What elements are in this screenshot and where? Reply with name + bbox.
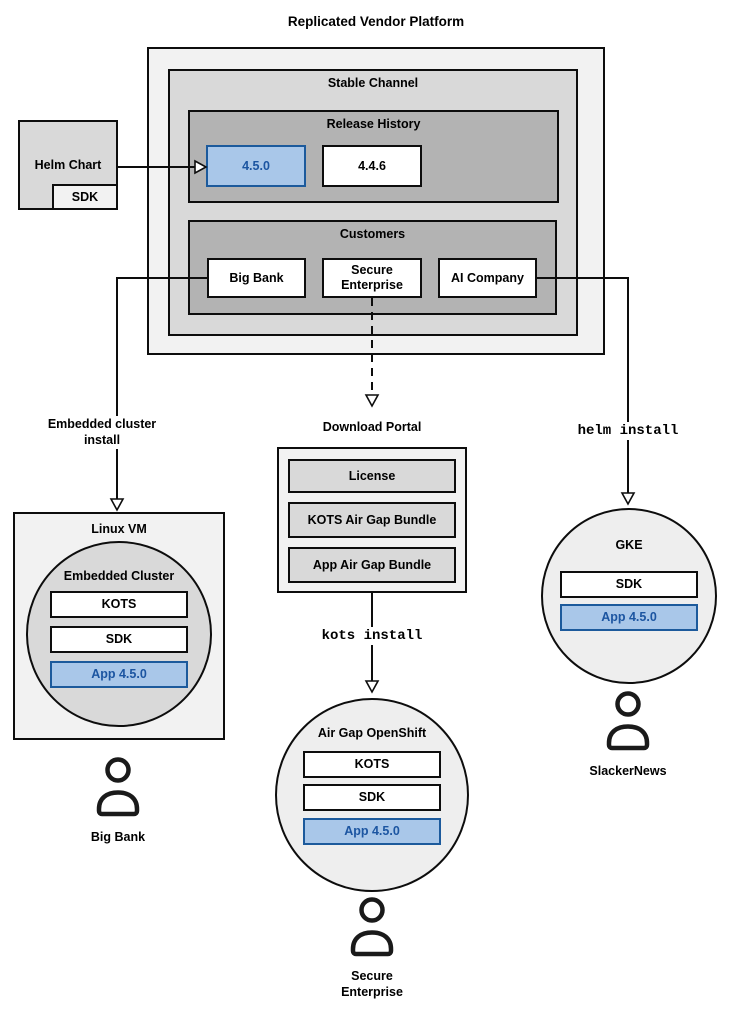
helm-chart-label: Helm Chart <box>34 158 102 172</box>
air-gap-openshift-label: Air Gap OpenShift <box>317 726 427 740</box>
component-box-sdk: SDK <box>560 571 698 598</box>
component-label: KOTS <box>354 757 390 771</box>
download-portal-item-kots-bundle: KOTS Air Gap Bundle <box>288 502 456 538</box>
user-label-big-bank: Big Bank <box>90 830 146 844</box>
component-label: App 4.5.0 <box>344 824 400 838</box>
customer-label: AI Company <box>451 270 524 285</box>
user-icon <box>350 897 394 957</box>
component-label: SDK <box>105 632 133 646</box>
portal-item-label: License <box>348 468 396 483</box>
user-label-secure-enterprise: Secure Enterprise <box>341 969 403 999</box>
user-label-slackernews: SlackerNews <box>589 764 667 778</box>
download-portal-item-license: License <box>288 459 456 493</box>
component-label: KOTS <box>101 597 137 611</box>
release-version-label: 4.4.6 <box>358 158 386 173</box>
component-box-kots: KOTS <box>50 591 188 618</box>
portal-item-label: KOTS Air Gap Bundle <box>307 512 437 527</box>
diagram-title: Replicated Vendor Platform <box>287 14 465 29</box>
customer-box-ai-company: AI Company <box>438 258 537 298</box>
customer-label: Big Bank <box>229 270 284 285</box>
download-portal-item-app-bundle: App Air Gap Bundle <box>288 547 456 583</box>
component-label: App 4.5.0 <box>91 667 147 681</box>
sdk-label: SDK <box>71 189 99 204</box>
embedded-cluster-label: Embedded Cluster <box>63 569 175 583</box>
component-box-kots: KOTS <box>303 751 441 778</box>
edge-label-kots-install: kots install <box>307 627 437 646</box>
user-icon <box>606 691 650 751</box>
component-box-sdk: SDK <box>50 626 188 653</box>
user-icon <box>96 757 140 817</box>
component-box-app: App 4.5.0 <box>50 661 188 688</box>
customers-label: Customers <box>339 227 406 241</box>
component-box-app: App 4.5.0 <box>560 604 698 631</box>
helm-chart-sdk-box: SDK <box>52 184 118 210</box>
linux-vm-label: Linux VM <box>91 522 147 536</box>
component-box-sdk: SDK <box>303 784 441 811</box>
stable-channel-label: Stable Channel <box>327 76 419 90</box>
customer-box-secure-enterprise: Secure Enterprise <box>322 258 422 298</box>
release-history-label: Release History <box>326 117 421 131</box>
component-box-app: App 4.5.0 <box>303 818 441 845</box>
release-version-box: 4.5.0 <box>206 145 306 187</box>
customer-label: Secure Enterprise <box>341 263 403 292</box>
component-label: SDK <box>615 577 643 591</box>
download-portal-label: Download Portal <box>322 420 422 434</box>
gke-label: GKE <box>615 538 643 552</box>
component-label: SDK <box>358 790 386 804</box>
release-version-box: 4.4.6 <box>322 145 422 187</box>
edge-label-embedded-cluster-install: Embedded cluster install <box>40 416 164 449</box>
portal-item-label: App Air Gap Bundle <box>312 557 432 572</box>
edge-label-helm-install: helm install <box>563 422 693 441</box>
component-label: App 4.5.0 <box>601 610 657 624</box>
customer-box-big-bank: Big Bank <box>207 258 306 298</box>
release-version-label: 4.5.0 <box>242 158 270 173</box>
